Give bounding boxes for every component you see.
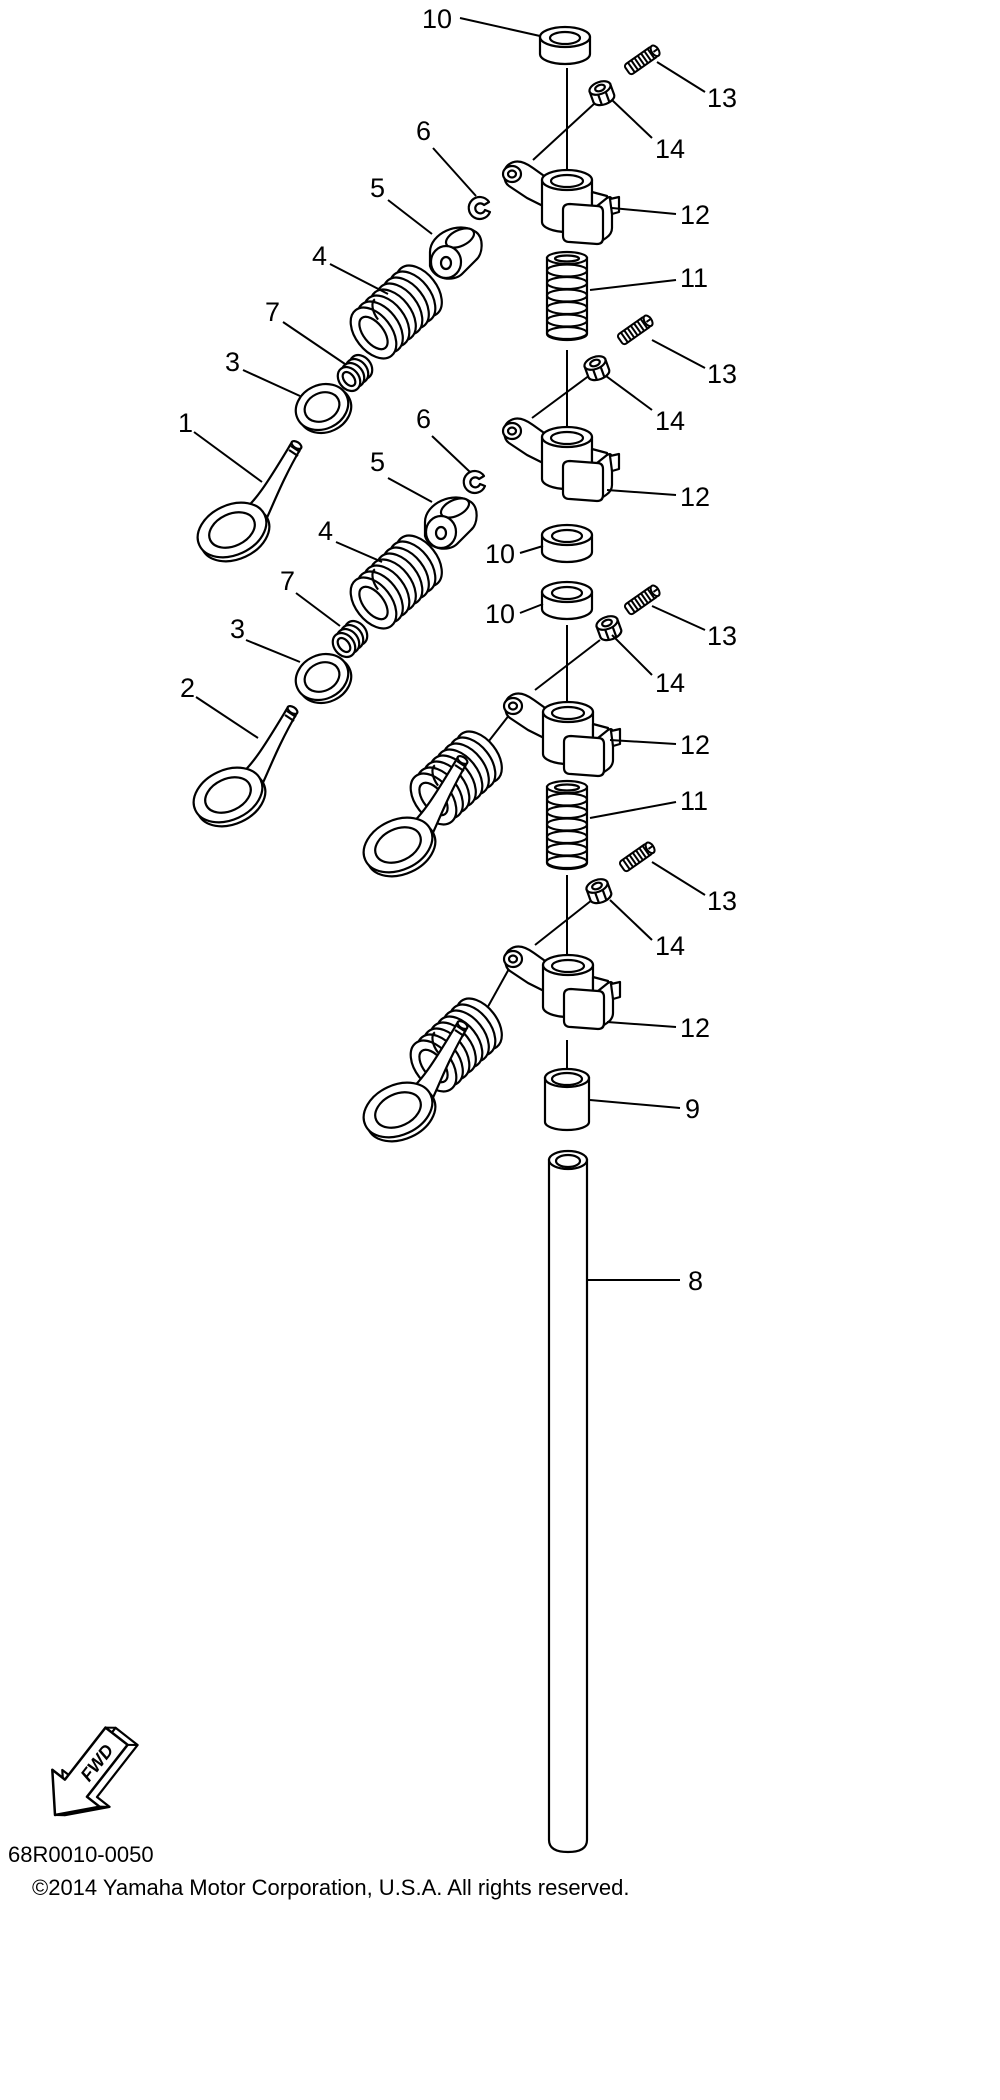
leader-line <box>519 603 544 614</box>
assembly-line <box>534 639 601 691</box>
leader-line <box>589 279 677 291</box>
tube-part-9 <box>543 1067 591 1132</box>
callout-label: 5 <box>370 173 385 203</box>
leader-line <box>609 739 677 745</box>
callout-label: 9 <box>685 1094 700 1124</box>
callout-label: 6 <box>416 404 431 434</box>
spring-part-11 <box>545 779 589 871</box>
callout-label: 14 <box>655 931 685 961</box>
callout-label: 2 <box>180 673 195 703</box>
callout-label: 1 <box>178 408 193 438</box>
leader-line <box>611 634 653 676</box>
spring-part-11 <box>545 250 589 342</box>
callout-label: 14 <box>655 134 685 164</box>
leader-line <box>282 321 346 365</box>
leader-line <box>242 369 301 397</box>
callout-label: 7 <box>280 566 295 596</box>
callout-label: 13 <box>707 83 737 113</box>
diagram-code: 68R0010-0050 <box>8 1842 154 1867</box>
rocker-arm-part-12 <box>501 417 621 503</box>
leader-line <box>519 545 544 554</box>
callout-label: 6 <box>416 116 431 146</box>
callout-label: 10 <box>422 4 452 34</box>
leader-line <box>606 1021 677 1028</box>
callout-label: 12 <box>680 1013 710 1043</box>
fwd-arrow-icon: FWD <box>51 1726 139 1817</box>
leader-line <box>387 477 433 503</box>
pin-part-13 <box>615 312 656 347</box>
leader-line <box>459 17 541 37</box>
leader-line <box>606 489 677 496</box>
callout-labels: 10 13 14 6 5 12 4 11 7 3 13 14 1 6 12 5 … <box>178 4 737 1296</box>
rocker-arm-part-12 <box>501 160 621 246</box>
leader-line <box>335 541 383 563</box>
assembly-line <box>484 966 511 1013</box>
pin-part-13 <box>622 582 663 617</box>
leader-line <box>295 592 341 627</box>
callout-label: 13 <box>707 886 737 916</box>
copyright-notice: ©2014 Yamaha Motor Corporation, U.S.A. A… <box>32 1875 629 1900</box>
valve-keeper-part-6 <box>462 469 487 495</box>
leader-line <box>605 375 653 411</box>
callout-label: 12 <box>680 482 710 512</box>
collar-part-10 <box>540 523 594 564</box>
callout-label: 11 <box>680 786 708 816</box>
pin-part-13 <box>617 839 658 874</box>
assembly-line <box>534 899 593 946</box>
exhaust-valve-part-2 <box>183 703 300 838</box>
collar-part-10 <box>538 25 592 66</box>
shaft-part-8 <box>547 1149 589 1854</box>
leader-line <box>589 1099 681 1109</box>
leader-line <box>589 801 677 819</box>
leader-line <box>193 431 263 483</box>
callout-label: 12 <box>680 730 710 760</box>
leader-line <box>195 696 259 739</box>
callout-label: 10 <box>485 539 515 569</box>
intake-valve-part-1 <box>187 438 304 573</box>
leader-line <box>611 207 677 215</box>
leader-line <box>651 861 706 896</box>
callout-label: 10 <box>485 599 515 629</box>
rocker-arm-part-12 <box>502 945 622 1031</box>
callout-label: 13 <box>707 359 737 389</box>
leader-line <box>432 147 477 197</box>
nut-part-14 <box>593 612 625 644</box>
assembly-line <box>532 102 596 161</box>
callout-label: 4 <box>318 516 333 546</box>
leader-line <box>656 61 706 93</box>
leader-line <box>609 899 653 941</box>
spring-retainer-part-5 <box>423 493 478 550</box>
leader-line <box>651 605 706 631</box>
valve-keeper-part-6 <box>467 195 492 221</box>
callout-label: 3 <box>230 614 245 644</box>
leader-lines <box>193 17 706 1281</box>
callout-label: 14 <box>655 406 685 436</box>
leader-line <box>651 339 706 369</box>
callout-label: 12 <box>680 200 710 230</box>
assembly-lines <box>484 68 601 1068</box>
pin-part-13 <box>622 42 663 77</box>
leader-line <box>431 435 471 473</box>
callout-label: 7 <box>265 297 280 327</box>
leader-line <box>387 199 433 235</box>
callout-label: 8 <box>688 1266 703 1296</box>
callout-label: 4 <box>312 241 327 271</box>
spring-retainer-part-5 <box>428 223 483 280</box>
assembly-line <box>531 374 591 419</box>
leader-line <box>245 639 301 663</box>
rocker-arm-part-12 <box>502 692 622 778</box>
nut-part-14 <box>586 77 618 109</box>
callout-label: 11 <box>680 263 708 293</box>
leader-line <box>329 263 389 295</box>
callout-label: 5 <box>370 447 385 477</box>
callout-label: 14 <box>655 668 685 698</box>
callout-label: 13 <box>707 621 737 651</box>
collar-part-10 <box>540 580 594 621</box>
callout-label: 3 <box>225 347 240 377</box>
leader-line <box>611 99 653 139</box>
